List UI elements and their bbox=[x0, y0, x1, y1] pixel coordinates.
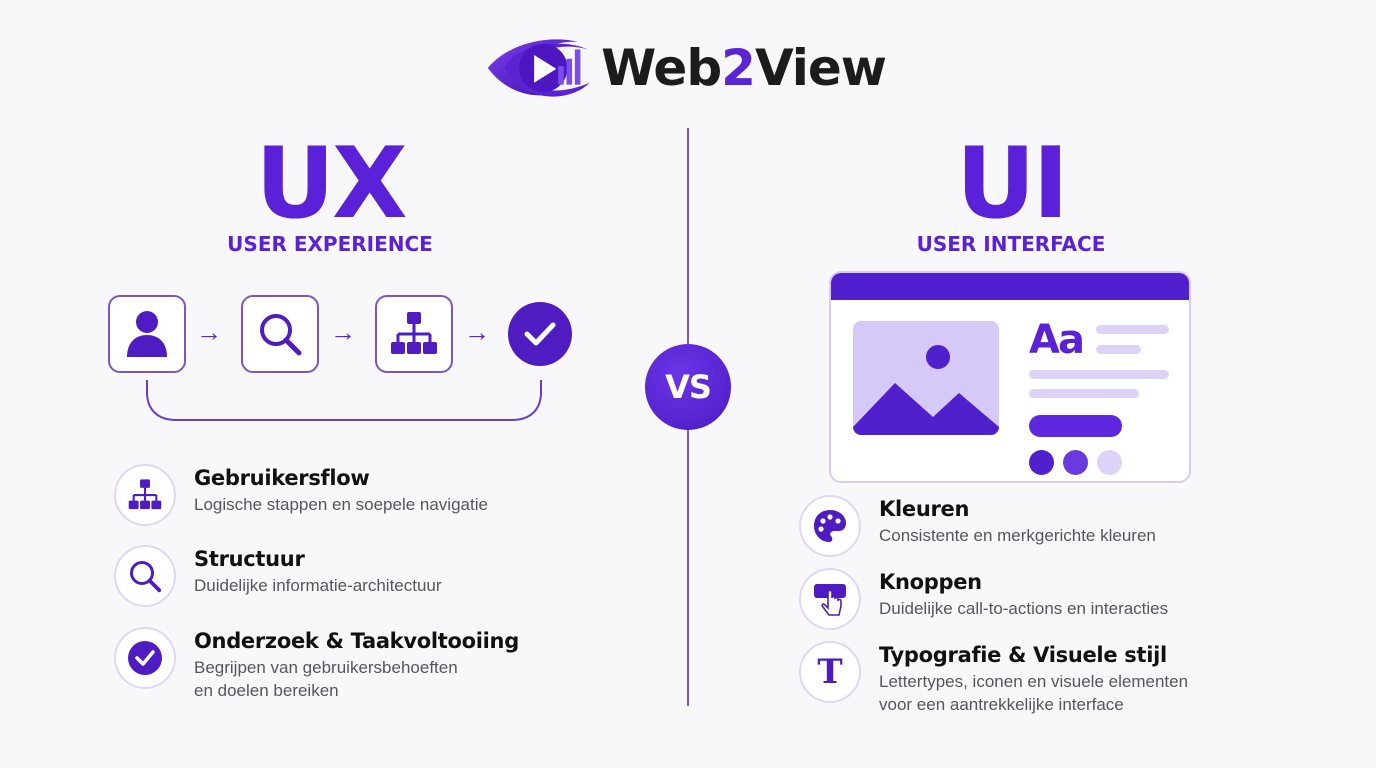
feature-desc: Lettertypes, iconen en visuele elementen… bbox=[879, 672, 1189, 714]
search-icon bbox=[130, 561, 162, 593]
flow-loop-connector bbox=[146, 380, 542, 421]
type-sample: Aa bbox=[1029, 317, 1085, 363]
typography-icon: T bbox=[817, 652, 843, 692]
text-line-placeholder bbox=[1096, 325, 1169, 334]
ui-mockup-window: Aa bbox=[829, 271, 1191, 483]
ui-heading: UI bbox=[955, 127, 1069, 241]
feature-title: Knoppen bbox=[879, 570, 982, 594]
mockup-button bbox=[1029, 415, 1122, 437]
color-swatch bbox=[1063, 450, 1088, 475]
flow-step-user bbox=[108, 295, 186, 373]
ux-feature-onderzoek: Onderzoek & Taakvoltooiing Begrijpen van… bbox=[114, 627, 519, 702]
color-swatch bbox=[1097, 450, 1122, 475]
image-placeholder-icon bbox=[853, 321, 999, 435]
button-click-icon bbox=[814, 584, 846, 616]
ui-feature-kleuren: Kleuren Consistente en merkgerichte kleu… bbox=[799, 495, 1156, 557]
feature-desc: Begrijpen van gebruikersbehoeften en doe… bbox=[194, 658, 458, 700]
color-swatch bbox=[1029, 450, 1054, 475]
feature-desc: Duidelijke call-to-actions en interactie… bbox=[879, 599, 1169, 618]
flow-arrow: → bbox=[330, 317, 356, 347]
ux-subheading: USER EXPERIENCE bbox=[227, 232, 433, 256]
flow-step-sitemap bbox=[375, 295, 453, 373]
text-line-placeholder bbox=[1096, 345, 1141, 354]
text-line-placeholder bbox=[1029, 370, 1169, 379]
brand-logo: Web2View bbox=[486, 28, 887, 108]
sitemap-icon bbox=[391, 312, 437, 354]
user-icon bbox=[127, 311, 167, 357]
eye-play-chart-icon bbox=[487, 39, 590, 97]
ux-feature-gebruikersflow: Gebruikersflow Logische stappen en soepe… bbox=[114, 464, 488, 526]
flow-arrow: → bbox=[464, 317, 490, 347]
ux-feature-structuur: Structuur Duidelijke informatie-architec… bbox=[114, 545, 442, 607]
feature-title: Onderzoek & Taakvoltooiing bbox=[194, 629, 519, 653]
flow-step-search bbox=[241, 295, 319, 373]
feature-title: Typografie & Visuele stijl bbox=[879, 643, 1167, 667]
feature-title: Gebruikersflow bbox=[194, 466, 370, 490]
check-circle-icon bbox=[524, 322, 556, 346]
mockup-title-bar bbox=[831, 273, 1189, 300]
check-circle-icon bbox=[128, 641, 162, 675]
feature-title: Structuur bbox=[194, 547, 305, 571]
sitemap-icon bbox=[128, 479, 162, 510]
vs-badge: VS bbox=[645, 344, 731, 430]
ui-subheading: USER INTERFACE bbox=[916, 232, 1106, 256]
ui-feature-typografie: T Typografie & Visuele stijl Lettertypes… bbox=[799, 641, 1188, 716]
search-icon bbox=[260, 314, 302, 356]
flow-step-complete bbox=[508, 302, 572, 366]
ux-heading: UX bbox=[255, 127, 407, 241]
feature-desc: Logische stappen en soepele navigatie bbox=[194, 495, 488, 514]
text-line-placeholder bbox=[1029, 389, 1139, 398]
brand-name: Web2View bbox=[601, 39, 887, 97]
feature-title: Kleuren bbox=[879, 497, 970, 521]
feature-desc: Duidelijke informatie-architectuur bbox=[194, 576, 442, 595]
flow-arrow: → bbox=[196, 317, 222, 347]
feature-desc: Consistente en merkgerichte kleuren bbox=[879, 526, 1156, 545]
ui-feature-knoppen: Knoppen Duidelijke call-to-actions en in… bbox=[799, 568, 1168, 630]
palette-icon bbox=[814, 510, 846, 542]
